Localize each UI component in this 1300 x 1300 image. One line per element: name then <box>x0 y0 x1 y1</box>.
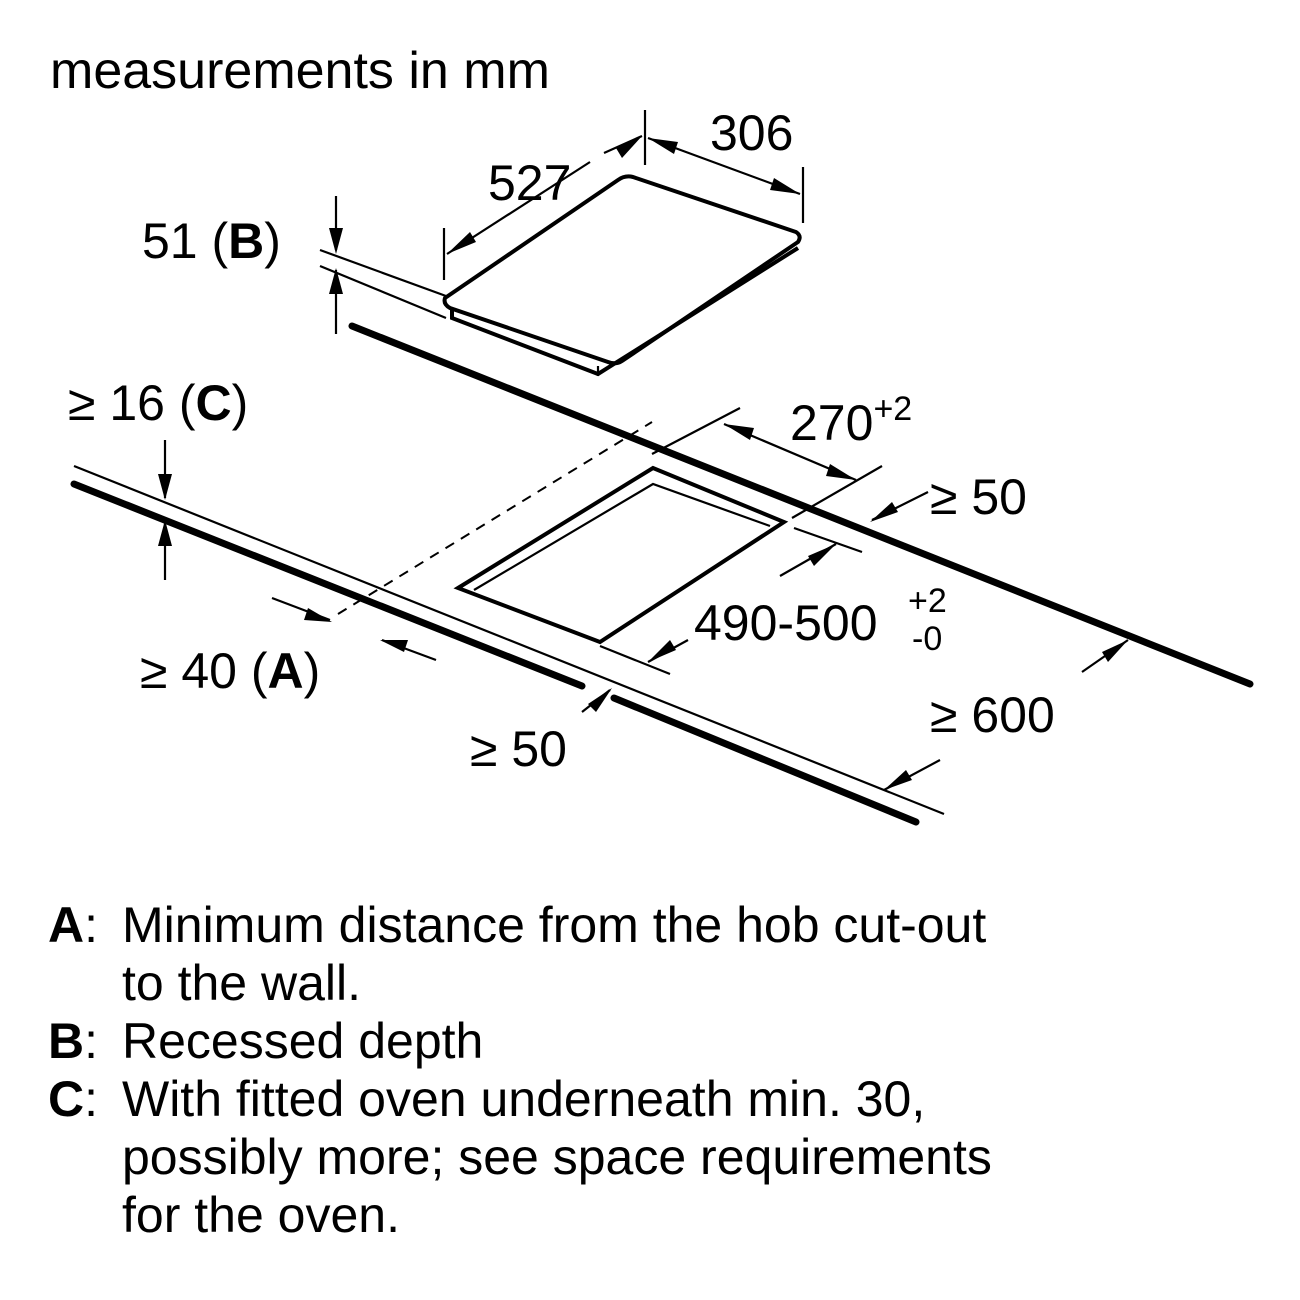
front-gap-dimension <box>581 688 612 713</box>
worktop-depth-dimension <box>883 639 1129 791</box>
cutout-width-dimension <box>651 407 883 519</box>
cutout-depth-tol-plus: +2 <box>908 582 947 620</box>
wall-reference-line <box>337 421 653 615</box>
back-gap-dimension <box>870 491 929 522</box>
legend-text-c-line3: for the oven. <box>122 1187 400 1243</box>
legend-item-c: C: With fitted oven underneath min. 30, … <box>48 1070 1278 1244</box>
worktop-thickness-dimension <box>158 440 172 580</box>
cutout-depth-dimension <box>599 526 863 676</box>
legend-text-b-line1: Recessed depth <box>122 1013 484 1069</box>
legend-text-a-line1: Minimum distance from the hob cut-out <box>122 897 987 953</box>
legend-key-b: B <box>48 1013 85 1069</box>
units-note: measurements in mm <box>50 42 550 100</box>
hob-width-dimension <box>647 136 805 223</box>
cutout-depth-label: 490-500 <box>694 595 878 651</box>
worktop-depth-label: ≥ 600 <box>930 687 1055 743</box>
legend-item-b: B: Recessed depth <box>48 1012 1278 1070</box>
front-gap-label: ≥ 50 <box>470 721 567 777</box>
legend-text-c-line1: With fitted oven underneath min. 30, <box>122 1071 926 1127</box>
worktop-thickness-label: ≥ 16 (C) <box>68 375 248 431</box>
legend-key-c: C <box>48 1071 85 1127</box>
worktop <box>70 322 1254 826</box>
legend-text-c-line2: possibly more; see space requirements <box>122 1129 992 1185</box>
wall-gap-dimension <box>271 596 437 662</box>
hob-height-dimension <box>319 196 447 334</box>
cutout-width-label: 270+2 <box>790 390 912 451</box>
hob-depth-label: 527 <box>488 155 571 211</box>
hob-depth-dimension <box>442 110 647 280</box>
hob-height-label: 51 (B) <box>142 213 281 269</box>
cutout-depth-tol-minus: -0 <box>912 620 942 658</box>
cutout-opening <box>453 465 789 645</box>
wall-gap-label: ≥ 40 (A) <box>140 643 320 699</box>
hob-unit <box>442 174 802 377</box>
back-gap-label: ≥ 50 <box>930 469 1027 525</box>
legend-key-a: A <box>48 897 85 953</box>
hob-width-label: 306 <box>710 105 793 161</box>
legend: A: Minimum distance from the hob cut-out… <box>48 896 1278 1244</box>
legend-text-a-line2: to the wall. <box>122 955 362 1011</box>
legend-item-a: A: Minimum distance from the hob cut-out… <box>48 896 1278 1012</box>
